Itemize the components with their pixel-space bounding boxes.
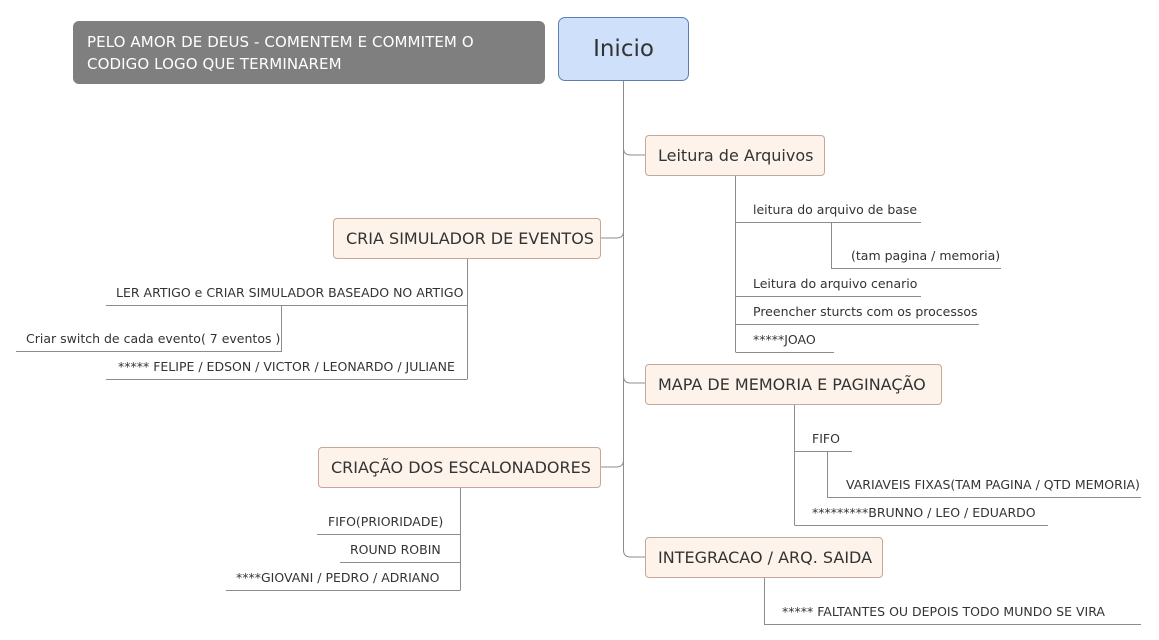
subtopic-ler-artigo[interactable]: LER ARTIGO e CRIAR SIMULADOR BASEADO NO …	[116, 285, 464, 300]
subtopic-escalonadores-team[interactable]: ****GIOVANI / PEDRO / ADRIANO	[236, 570, 440, 585]
topic-cria-simulador[interactable]: CRIA SIMULADOR DE EVENTOS	[333, 218, 601, 259]
subtopic-fifo[interactable]: FIFO	[812, 431, 840, 446]
subtopic-criar-switch[interactable]: Criar switch de cada evento( 7 eventos )	[26, 331, 281, 346]
subtopic-variaveis-fixas[interactable]: VARIAVEIS FIXAS(TAM PAGINA / QTD MEMORIA…	[846, 477, 1140, 492]
subtopic-memoria-team[interactable]: *********BRUNNO / LEO / EDUARDO	[812, 505, 1036, 520]
subtopic-round-robin[interactable]: ROUND ROBIN	[350, 542, 441, 557]
subtopic-fifo-prioridade[interactable]: FIFO(PRIORIDADE)	[328, 514, 444, 529]
warning-note: PELO AMOR DE DEUS - COMENTEM E COMMITEM …	[73, 21, 545, 84]
topic-mapa-memoria[interactable]: MAPA DE MEMORIA E PAGINAÇÃO	[645, 364, 942, 405]
subtopic-leitura-base[interactable]: leitura do arquivo de base	[753, 202, 918, 217]
subtopic-leitura-cenario[interactable]: Leitura do arquivo cenario	[753, 276, 918, 291]
topic-leitura-arquivos[interactable]: Leitura de Arquivos	[645, 135, 825, 176]
subtopic-preencher-structs[interactable]: Preencher sturcts com os processos	[753, 304, 978, 319]
subtopic-joao[interactable]: *****JOAO	[753, 332, 816, 347]
subtopic-tam-pagina[interactable]: (tam pagina / memoria)	[851, 248, 1001, 263]
topic-escalonadores[interactable]: CRIAÇÃO DOS ESCALONADORES	[318, 447, 601, 488]
subtopic-faltantes[interactable]: ***** FALTANTES OU DEPOIS TODO MUNDO SE …	[782, 604, 1105, 619]
central-topic[interactable]: Inicio	[558, 17, 689, 81]
subtopic-simulador-team[interactable]: ***** FELIPE / EDSON / VICTOR / LEONARDO…	[118, 359, 455, 374]
topic-integracao[interactable]: INTEGRACAO / ARQ. SAIDA	[645, 537, 883, 578]
